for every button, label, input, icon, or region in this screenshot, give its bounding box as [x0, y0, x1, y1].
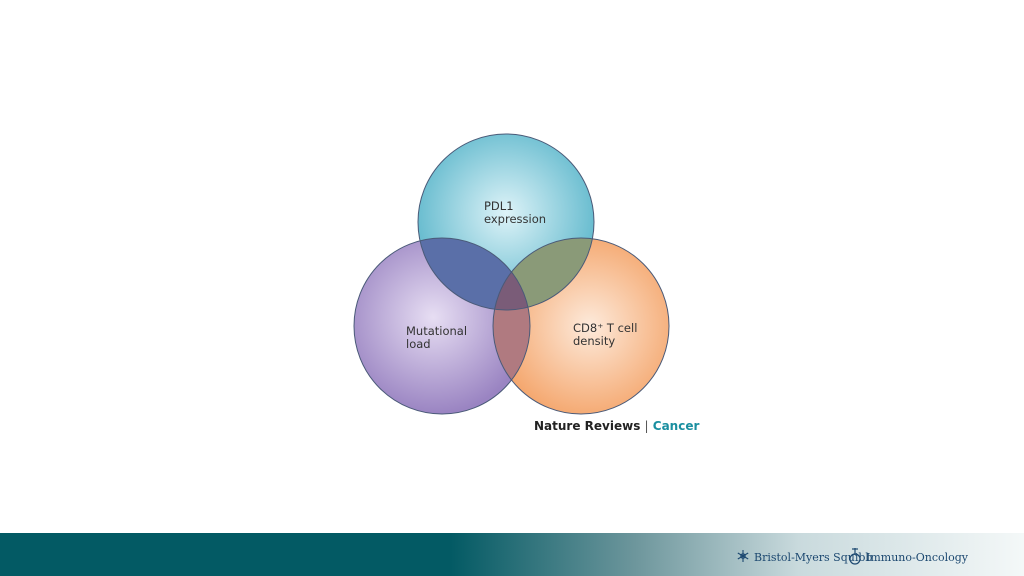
- brand-right-text: Immuno-Oncology: [866, 550, 968, 564]
- figure-credit: Nature Reviews | Cancer: [534, 419, 699, 433]
- credit-separator: |: [644, 419, 649, 433]
- brand-left-text: Bristol-Myers Squibb: [754, 550, 873, 564]
- overlap-pdl1-cd8: [493, 238, 594, 310]
- snowflake-logo-icon: [736, 549, 750, 566]
- brand-bristol-myers-squibb: Bristol-Myers Squibb: [736, 547, 872, 567]
- label-mutational-line1: Mutational: [406, 324, 467, 338]
- outline-cd8: [492, 237, 670, 415]
- label-pdl1-line1: PDL1: [484, 199, 514, 213]
- label-cd8-line1: CD8⁺ T cell: [573, 321, 637, 335]
- overlap-pdl1-mutational: [418, 238, 530, 310]
- credit-section: Cancer: [652, 419, 700, 433]
- immuno-oncology-logo-icon: [848, 547, 862, 568]
- footer-bar: [0, 533, 1024, 576]
- label-cd8-line2: density: [573, 334, 615, 348]
- label-pdl1-line2: expression: [484, 212, 546, 226]
- credit-journal: Nature Reviews: [534, 419, 641, 433]
- brand-immuno-oncology: Immuno-Oncology: [848, 547, 968, 567]
- outline-pdl1: [417, 133, 595, 311]
- outline-mutational: [353, 237, 531, 415]
- label-mutational-line2: load: [406, 337, 431, 351]
